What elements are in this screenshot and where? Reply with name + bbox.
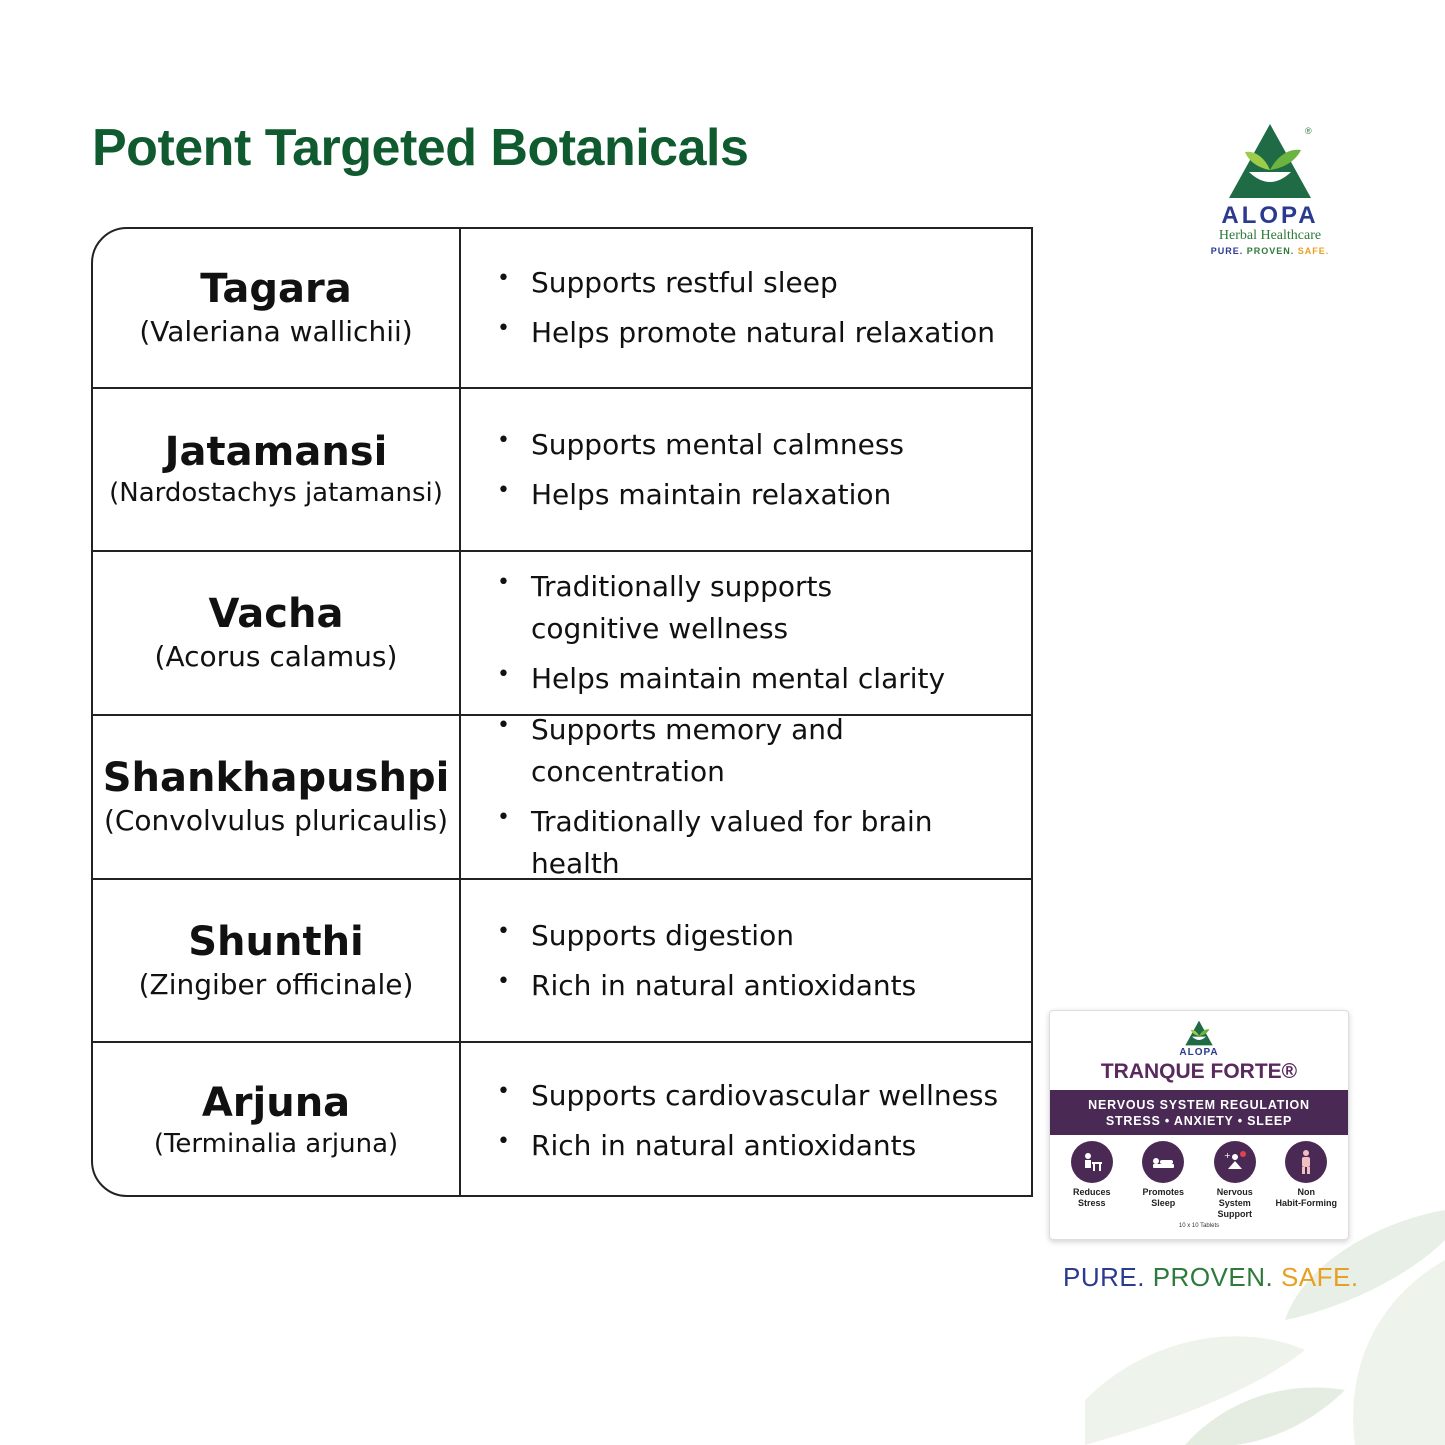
table-row: Arjuna (Terminalia arjuna) •Supports car… <box>93 1041 1031 1195</box>
benefits-cell: •Supports memory and concentration •Trad… <box>461 713 1031 880</box>
herb-cell: Arjuna (Terminalia arjuna) <box>93 1043 461 1195</box>
leaf-background-icon <box>1085 1210 1445 1445</box>
meditation-icon: + <box>1224 1150 1246 1169</box>
benefit-item: •Supports cardiovascular wellness <box>497 1079 999 1112</box>
benefits-cell: •Supports restful sleep •Helps promote n… <box>461 229 1031 387</box>
herb-latin-name: (Valeriana wallichii) <box>139 315 413 349</box>
alopa-logo: ® ALOPA Herbal Healthcare PURE. PROVEN. … <box>1205 120 1335 257</box>
person-icon <box>1302 1149 1311 1174</box>
herb-latin-name: (Acorus calamus) <box>154 640 398 674</box>
herb-cell: Jatamansi (Nardostachys jatamansi) <box>93 389 461 550</box>
table-row: Jatamansi (Nardostachys jatamansi) •Supp… <box>93 387 1031 550</box>
table-row: Vacha (Acorus calamus) •Traditionally su… <box>93 550 1031 714</box>
benefits-cell: •Traditionally supports cognitive wellne… <box>461 552 1031 714</box>
benefits-cell: •Supports cardiovascular wellness •Rich … <box>461 1043 1031 1195</box>
svg-text:+: + <box>1224 1151 1231 1160</box>
svg-text:®: ® <box>1305 126 1312 136</box>
herb-latin-name: (Zingiber officinale) <box>138 967 414 1001</box>
benefit-item: •Traditionally valued for brain health <box>497 805 933 880</box>
herb-cell: Shunthi (Zingiber officinale) <box>93 880 461 1041</box>
pack-brand: ALOPA <box>1179 1047 1219 1058</box>
logo-subtitle: Herbal Healthcare <box>1218 228 1322 243</box>
page-title: Potent Targeted Botanicals <box>92 119 749 177</box>
benefit-item: •Rich in natural antioxidants <box>497 968 917 1002</box>
benefit-item: •Supports memory and concentration <box>497 713 844 788</box>
benefit-item: •Helps promote natural relaxation <box>497 316 996 349</box>
benefits-cell: •Supports digestion •Rich in natural ant… <box>461 880 1031 1041</box>
alopa-triangle-leaf-icon: ® <box>1229 124 1312 198</box>
logo-tagline: PURE. PROVEN. SAFE. <box>1210 245 1330 256</box>
benefit-item: •Supports mental calmness <box>497 427 904 461</box>
herb-name: Shunthi <box>188 918 364 965</box>
botanicals-table: Tagara (Valeriana wallichii) •Supports r… <box>91 227 1033 1197</box>
benefit-item: •Helps maintain relaxation <box>497 477 892 511</box>
herb-cell: Shankhapushpi (Convolvulus pluricaulis) <box>93 716 461 878</box>
benefit-item: •Supports digestion <box>497 918 794 952</box>
benefit-item: •Rich in natural antioxidants <box>497 1129 917 1162</box>
herb-cell: Tagara (Valeriana wallichii) <box>93 229 461 387</box>
benefit-item: •Helps maintain mental clarity <box>497 662 946 695</box>
benefits-cell: •Supports mental calmness •Helps maintai… <box>461 389 1031 550</box>
herb-latin-name: (Nardostachys jatamansi) <box>109 477 443 508</box>
pack-tablet-count: 10 x 10 Tablets <box>1178 1223 1220 1230</box>
stressed-person-icon <box>1084 1152 1102 1171</box>
herb-cell: Vacha (Acorus calamus) <box>93 552 461 714</box>
table-row: Shunthi (Zingiber officinale) •Supports … <box>93 878 1031 1041</box>
benefit-item: •Supports restful sleep <box>497 266 838 299</box>
table-row: Tagara (Valeriana wallichii) •Supports r… <box>93 229 1031 387</box>
sleeping-person-icon <box>1153 1157 1175 1168</box>
herb-name: Vacha <box>208 591 344 638</box>
slogan: PURE. PROVEN. SAFE. <box>1063 1262 1359 1292</box>
herb-name: Shankhapushpi <box>102 755 450 802</box>
logo-wordmark: ALOPA <box>1221 202 1319 229</box>
alopa-triangle-leaf-icon <box>1185 1020 1213 1046</box>
product-pack: ALOPA TRANQUE FORTE® NERVOUS SYSTEM REGU… <box>1049 1010 1349 1240</box>
herb-name: Tagara <box>200 266 352 313</box>
pack-band: NERVOUS SYSTEM REGULATION STRESS • ANXIE… <box>1050 1090 1348 1135</box>
herb-latin-name: (Terminalia arjuna) <box>153 1129 399 1160</box>
herb-name: Arjuna <box>201 1080 351 1127</box>
pack-product-name: TRANQUE FORTE® <box>1100 1060 1298 1083</box>
table-row: Shankhapushpi (Convolvulus pluricaulis) … <box>93 713 1031 880</box>
benefit-item: •Traditionally supports cognitive wellne… <box>497 570 833 645</box>
herb-name: Jatamansi <box>164 428 388 475</box>
herb-latin-name: (Convolvulus pluricaulis) <box>103 804 449 838</box>
